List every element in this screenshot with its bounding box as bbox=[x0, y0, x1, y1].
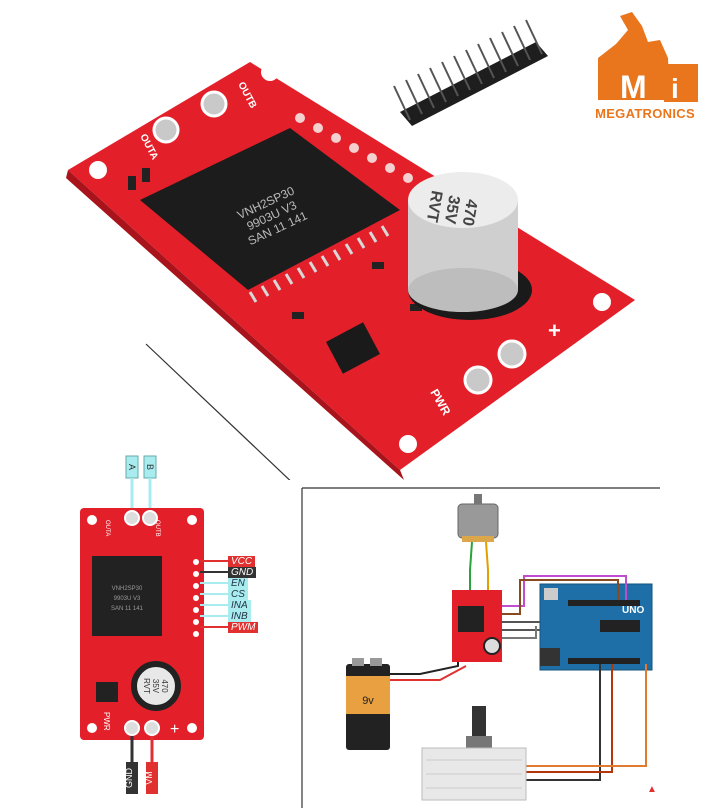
vm-input-tab bbox=[146, 762, 158, 794]
svg-text:i: i bbox=[671, 73, 679, 104]
pinout-pwr: PWR bbox=[102, 712, 111, 731]
wiring-diagram: UNO 9v ▲ bbox=[301, 487, 660, 808]
battery-9v: 9v bbox=[346, 658, 390, 750]
breadboard bbox=[421, 747, 527, 801]
plus-silk: + bbox=[548, 318, 561, 343]
gnd-input-tab bbox=[126, 762, 138, 794]
pinout-regulator bbox=[96, 682, 118, 702]
output-b-label: B bbox=[145, 464, 155, 470]
pin-label-vcc: VCC bbox=[228, 556, 256, 567]
power-pad-vm bbox=[497, 339, 527, 369]
pin-label-cs: CS bbox=[228, 589, 248, 600]
brand-logo: i M bbox=[598, 12, 698, 105]
pin-header bbox=[393, 19, 548, 126]
gnd-input-label: GND bbox=[124, 768, 134, 789]
brand-name: MEGATRONICS bbox=[595, 106, 695, 121]
cap-photo-text-2: 35V bbox=[441, 194, 463, 225]
pinout-chip-text-3: SAN 11 141 bbox=[111, 606, 144, 612]
pin-label-inb: INB bbox=[228, 611, 251, 622]
cap-photo-text-3: RVT bbox=[423, 189, 445, 223]
arduino-board: UNO bbox=[539, 583, 653, 671]
svg-text:▲: ▲ bbox=[647, 784, 657, 795]
mount-hole bbox=[261, 63, 279, 81]
pin-label-pwm: PWM bbox=[228, 622, 259, 633]
capacitor-photo: 470 35V RVT bbox=[408, 172, 532, 320]
arduino-label: UNO bbox=[622, 605, 644, 616]
pinout-outa: OUTA bbox=[104, 520, 110, 536]
pinout-cap-text-3: RVT bbox=[142, 678, 151, 694]
vm-input-label: VM bbox=[144, 771, 154, 785]
mount-hole bbox=[593, 293, 611, 311]
pin-label-ina: INA bbox=[228, 600, 251, 611]
divider-diagonal bbox=[145, 343, 291, 480]
pinout-capacitor bbox=[131, 661, 181, 711]
output-a-label: A bbox=[127, 464, 137, 470]
terminal-pad-a bbox=[152, 116, 180, 144]
pinout-chip bbox=[92, 556, 162, 636]
pin-label-gnd: GND bbox=[228, 567, 257, 578]
header-holes bbox=[295, 113, 413, 183]
mount-hole bbox=[89, 161, 107, 179]
pinout-chip-text-1: VNH2SP30 bbox=[112, 586, 143, 592]
pinout-outb: OUTB bbox=[154, 520, 160, 537]
terminal-pad-b bbox=[200, 90, 228, 118]
pinout-plus: + bbox=[170, 721, 179, 738]
pinout-chip-text-2: 9903U V3 bbox=[114, 596, 141, 602]
potentiometer bbox=[466, 706, 492, 750]
pin-label-en: EN bbox=[228, 578, 248, 589]
pinout-cap-text-2: 35V bbox=[151, 679, 160, 694]
dc-motor bbox=[457, 494, 499, 542]
cap-photo-text-1: 470 bbox=[459, 198, 480, 227]
pinout-diagram: A B OUTA OUTB VNH2SP30 9903U V3 SAN 11 1… bbox=[80, 455, 228, 794]
board-photo: VNH2SP30 9903U V3 SAN 11 141 470 35V RVT… bbox=[66, 12, 698, 480]
battery-label: 9v bbox=[362, 695, 374, 707]
mount-hole bbox=[399, 435, 417, 453]
voltage-regulator bbox=[326, 322, 380, 374]
svg-text:M: M bbox=[620, 69, 647, 105]
power-pad-gnd bbox=[463, 365, 493, 395]
pcb-board bbox=[68, 62, 635, 470]
pinout-cap-text-1: 470 bbox=[160, 679, 169, 693]
driver-chip: VNH2SP30 9903U V3 SAN 11 141 bbox=[140, 128, 400, 303]
